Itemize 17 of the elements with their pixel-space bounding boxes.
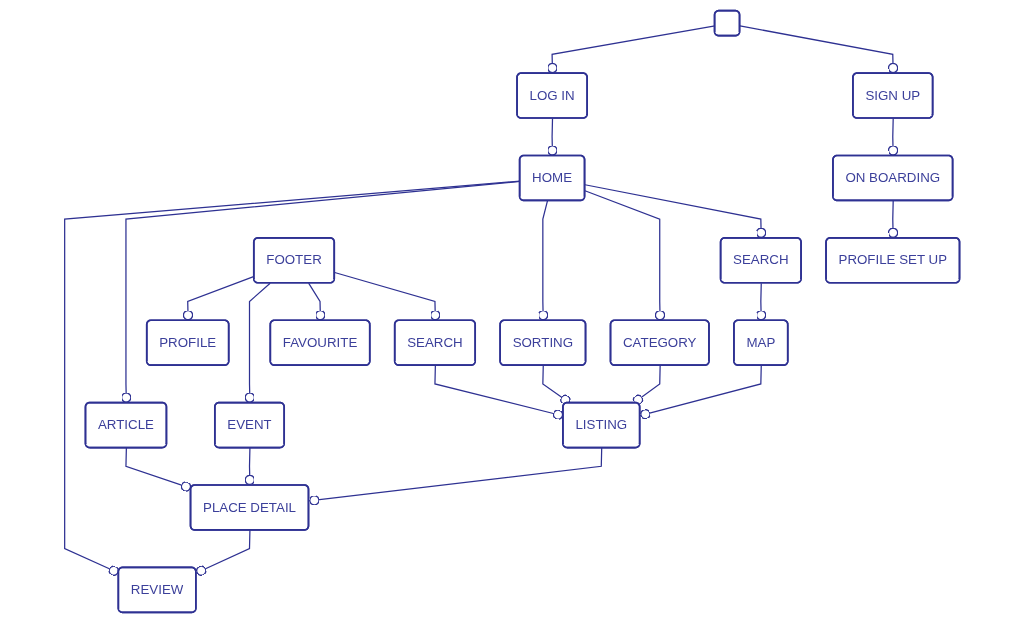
- connector: [244, 282, 271, 404]
- connector: [887, 200, 899, 239]
- connector: [244, 447, 255, 487]
- connector: [125, 447, 192, 492]
- connector: [755, 282, 767, 322]
- connector: [537, 200, 549, 322]
- connector: [307, 282, 326, 322]
- connector: [632, 364, 661, 406]
- connector: [542, 364, 571, 406]
- connector: [195, 529, 251, 576]
- connector: [584, 184, 767, 239]
- connector: [887, 117, 899, 157]
- connector: [584, 190, 666, 322]
- connector: [547, 117, 558, 157]
- connector: [639, 364, 762, 420]
- connector: [739, 25, 899, 75]
- connector: [308, 447, 603, 506]
